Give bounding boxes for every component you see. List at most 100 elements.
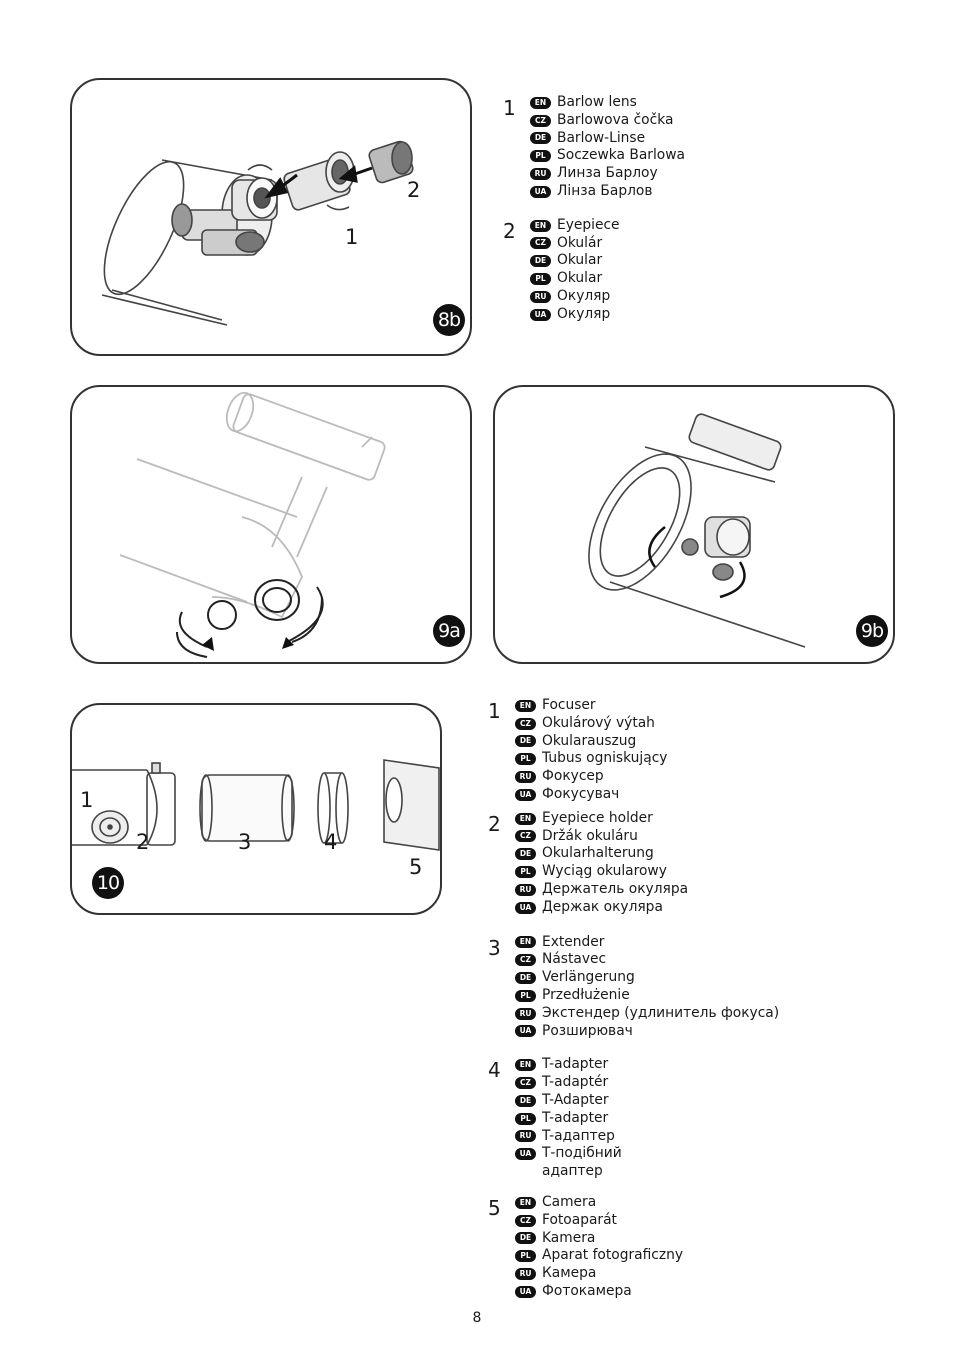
legend-text: Держак окуляра — [542, 898, 663, 915]
callout-4: 4 — [324, 830, 338, 854]
legend-text: T-adapter — [542, 1109, 609, 1126]
legend-text: Фокусувач — [542, 785, 620, 802]
legend-text: Przedłużenie — [542, 986, 630, 1003]
legend-text: Okularhalterung — [542, 845, 654, 862]
lang-badge: UA — [530, 308, 551, 321]
lang-badge: PL — [530, 273, 551, 286]
legend-text: Focuser — [542, 697, 596, 713]
lang-badge: EN — [515, 812, 536, 825]
lang-badge: RU — [515, 1007, 536, 1020]
legend-text: Экстендер (удлинитель фокуса) — [542, 1004, 780, 1021]
refractor-focuser-illustration — [119, 391, 386, 658]
figure-8b-panel: 1 2 8b — [70, 78, 472, 356]
legend-row: PL Okular — [503, 270, 685, 288]
legend-row: UA Лінза Барлов — [503, 183, 685, 201]
reflector-focuser-illustration — [588, 413, 806, 648]
legend-number: 3 — [488, 935, 501, 960]
lang-badge: PL — [515, 1112, 536, 1125]
lang-badge: EN — [515, 1196, 536, 1209]
legend-row: EN Eyepiece — [503, 217, 685, 235]
lang-badge: PL — [515, 753, 536, 766]
legend-text: Okular — [557, 252, 603, 269]
legend-row: UA Держак окуляра — [488, 899, 779, 917]
lang-badge: EN — [530, 219, 551, 232]
legend-number: 2 — [503, 218, 516, 243]
lang-badge: CZ — [515, 954, 536, 967]
legend-text: Лінза Барлов — [557, 182, 653, 199]
legend-text: Okulár — [557, 234, 603, 251]
figure-badge-8b: 8b — [433, 304, 465, 336]
figure-badge-9a: 9a — [433, 615, 465, 647]
legend-group: 2 EN Eyepiece holder CZ Držák okuláru DE Ok… — [488, 810, 779, 917]
legend-row: CZ Držák okuláru — [488, 828, 779, 846]
legend-text: Barlow-Linse — [557, 129, 646, 146]
lang-badge: DE — [515, 1232, 536, 1245]
legend-text: Okular — [557, 270, 603, 287]
legend-text: T-адаптер — [542, 1127, 615, 1144]
legend-text: Камера — [542, 1265, 597, 1282]
lang-badge: CZ — [515, 717, 536, 730]
legend-number: 4 — [488, 1058, 501, 1083]
legend-row: RU Экстендер (удлинитель фокуса) — [488, 1005, 779, 1023]
lang-badge: UA — [515, 1285, 536, 1298]
callout-1: 1 — [345, 225, 359, 249]
callout-1: 1 — [80, 788, 94, 812]
lang-badge: UA — [515, 1148, 536, 1161]
figure-badge-9b: 9b — [856, 615, 888, 647]
callout-3: 3 — [238, 830, 252, 854]
lang-badge: UA — [515, 901, 536, 914]
legend-number: 2 — [488, 811, 501, 836]
lang-badge: UA — [530, 185, 551, 198]
legend-text: Nástavec — [542, 951, 607, 968]
callout-2: 2 — [136, 830, 150, 854]
legend-text: Fotoaparát — [542, 1211, 617, 1228]
legend-text: Extender — [542, 933, 605, 950]
lang-badge: CZ — [515, 1077, 536, 1090]
lang-badge: RU — [515, 771, 536, 784]
legend-text: Eyepiece holder — [542, 809, 653, 826]
lang-badge: RU — [515, 1130, 536, 1143]
lang-badge: DE — [515, 848, 536, 861]
legend-text: T-adaptér — [542, 1074, 609, 1091]
legend-row-continuation: адаптер — [488, 1163, 779, 1181]
legend-text: T-Adapter — [542, 1091, 609, 1108]
lang-badge: DE — [515, 735, 536, 748]
legend-row: DE Okularhalterung — [488, 845, 779, 863]
callout-2: 2 — [407, 178, 421, 202]
legend-text: Barlow lens — [557, 94, 637, 110]
legend-text: Фокусер — [542, 768, 604, 785]
lang-badge: PL — [515, 866, 536, 879]
legend-row: EN Eyepiece holder — [488, 810, 779, 828]
lang-badge: UA — [515, 788, 536, 801]
lang-badge: RU — [530, 290, 551, 303]
figure-badge-10: 10 — [92, 867, 124, 899]
legend-text: Окуляр — [557, 305, 611, 322]
legend-text: Camera — [542, 1193, 597, 1210]
lang-badge: CZ — [515, 830, 536, 843]
legend-number: 5 — [488, 1195, 501, 1220]
legend-text: Aparat fotograficzny — [542, 1247, 684, 1264]
legend-number: 1 — [488, 699, 501, 723]
legend-text: Eyepiece — [557, 216, 620, 233]
legend-text: адаптер — [542, 1163, 603, 1180]
legend-text: Držák okuláru — [542, 827, 638, 844]
